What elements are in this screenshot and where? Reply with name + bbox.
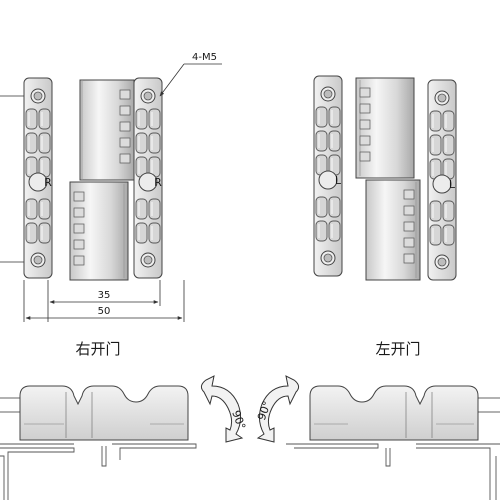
- rotation-arrow-left: 90°: [200, 375, 248, 443]
- caption-left-door: 左开门: [375, 340, 420, 358]
- left-door-profile: [286, 385, 500, 500]
- left-hinge-letter-1: L: [335, 174, 342, 187]
- right-door-profile: [0, 385, 197, 500]
- dim-50: 50: [98, 306, 111, 317]
- right-hinge-knuckle: [69, 79, 135, 281]
- dim-35: 35: [98, 290, 111, 301]
- right-hinge-letter-2: R: [154, 176, 162, 189]
- right-hinge-left-plate: R: [24, 78, 52, 278]
- left-hinge-knuckle: [355, 77, 421, 281]
- rotation-arrow-right: 90°: [255, 375, 300, 443]
- left-hinge-right-plate: L: [428, 80, 456, 280]
- left-hinge-left-plate: L: [314, 76, 342, 276]
- left-hinge-letter-2: L: [449, 178, 456, 191]
- right-hinge-right-plate: R: [134, 78, 162, 278]
- right-hinge-letter-1: R: [44, 176, 52, 189]
- angle-label-right: 90°: [255, 399, 274, 422]
- right-profile-body: [19, 385, 189, 441]
- caption-right-door: 右开门: [75, 340, 120, 358]
- left-profile-body: [309, 385, 479, 441]
- right-door-hinge: R R 4-M5: [0, 52, 222, 358]
- angle-label-left: 90°: [229, 409, 248, 432]
- left-door-hinge: L L 左开门: [314, 76, 456, 358]
- callout-4-m5: 4-M5: [192, 52, 217, 63]
